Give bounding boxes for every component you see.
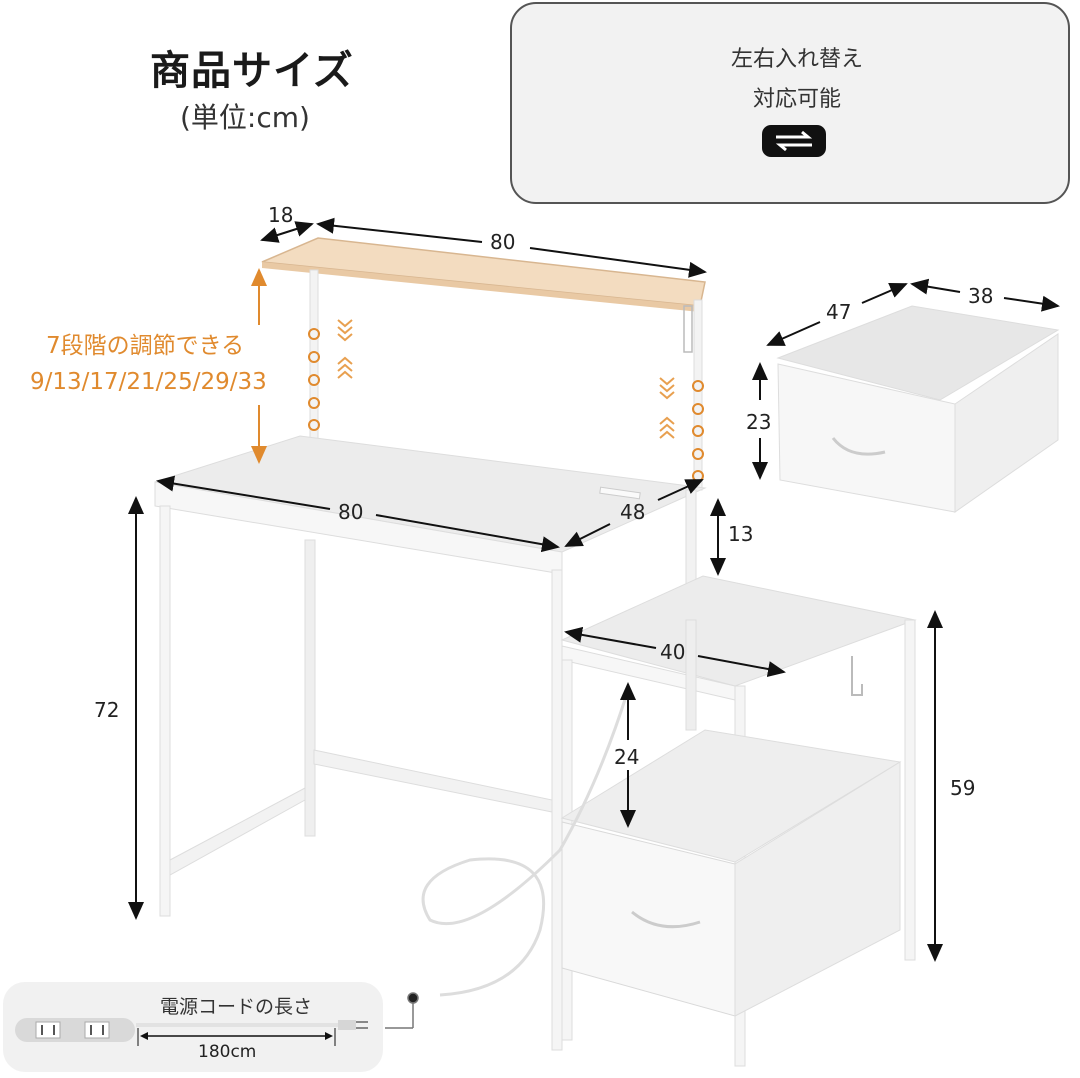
power-cord-length: 180cm (198, 1042, 257, 1062)
shelf-depth-label: 18 (268, 203, 294, 227)
cabinet-inner-height-label: 24 (614, 745, 640, 769)
cabinet-height-label: 59 (950, 776, 976, 800)
cabinet-width-label: 40 (660, 640, 686, 664)
swap-arrows-icon (762, 125, 826, 157)
dimension-lines (128, 217, 1060, 1046)
box-width-label: 47 (826, 300, 852, 324)
box-height-label: 23 (746, 410, 772, 434)
swap-info-panel (510, 2, 1070, 204)
chevron-icons (337, 319, 675, 439)
power-cord-label: 電源コードの長さ (160, 996, 313, 1018)
swap-caption-line1: 左右入れ替え (730, 47, 863, 72)
desk-depth-label: 48 (620, 500, 646, 524)
shelf-gap-label: 13 (728, 522, 754, 546)
swap-caption: 左右入れ替え 対応可能 (722, 40, 872, 120)
power-cord (421, 689, 630, 997)
unit-label: (単位:cm) (180, 101, 310, 134)
swap-caption-line2: 対応可能 (752, 87, 841, 112)
desk-height-label: 72 (94, 698, 120, 722)
cord-plug (385, 992, 419, 1029)
page-title: 商品サイズ (150, 48, 354, 94)
adjust-levels-label: 7段階の調節できる (46, 333, 245, 359)
side-cabinet (560, 575, 917, 1067)
storage-box (776, 305, 1060, 513)
desk-width-label: 80 (338, 500, 364, 524)
shelf-width-label: 80 (490, 230, 516, 254)
box-depth-label: 38 (968, 284, 994, 308)
adjust-heights-label: 9/13/17/21/25/29/33 (30, 369, 267, 395)
